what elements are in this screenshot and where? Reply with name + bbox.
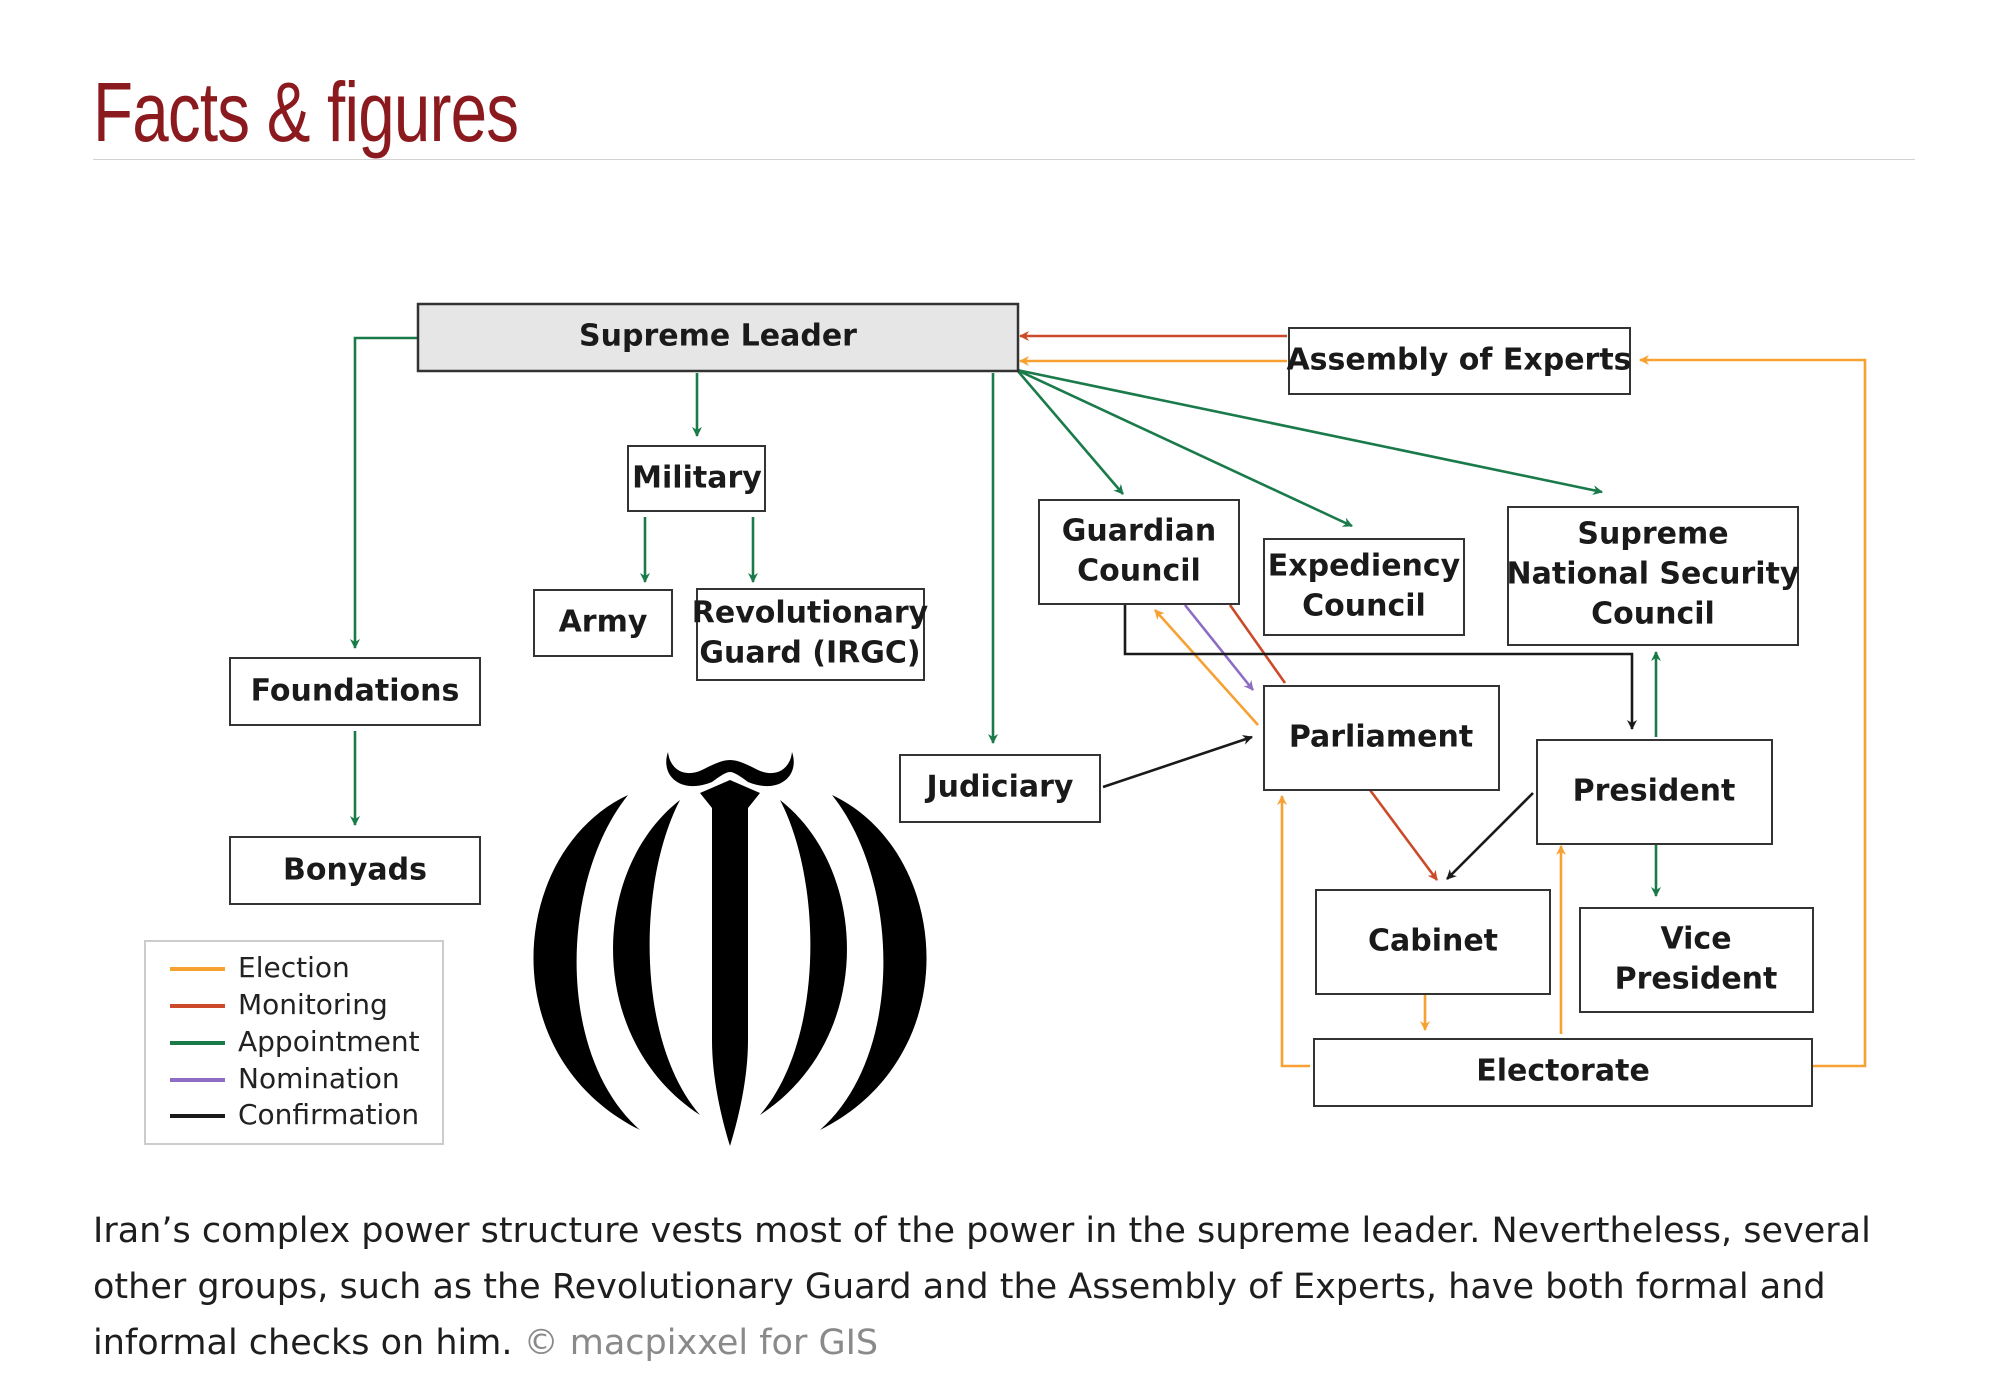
legend-label: Nomination	[238, 1062, 400, 1095]
arrow-parliament-elects-guardian	[1154, 609, 1259, 726]
node-label-line2: Council	[1077, 554, 1201, 589]
node-label: Cabinet	[1368, 924, 1498, 959]
node-judiciary: Judiciary	[899, 754, 1101, 823]
node-label: Judiciary	[925, 770, 1074, 805]
node-expediency-council: Expediency Council	[1263, 538, 1465, 636]
arrow-sl-snsc	[1016, 368, 1603, 496]
node-label-line1: Revolutionary	[692, 596, 929, 631]
node-foundations: Foundations	[229, 657, 481, 726]
page-heading: Facts & figures	[93, 65, 519, 159]
node-label-line1: Supreme	[1577, 517, 1728, 552]
node-parliament: Parliament	[1263, 685, 1500, 791]
image-credit: © macpixxel for GIS	[523, 1323, 879, 1363]
arrow-sl-foundations	[350, 336, 418, 649]
legend-label: Election	[238, 951, 350, 984]
node-vice-president: Vice President	[1579, 907, 1814, 1013]
emblem-of-iran-icon	[533, 752, 927, 1146]
arrow-electorate-parliament	[1277, 795, 1310, 1068]
arrow-judiciary-parliament	[1102, 735, 1253, 789]
node-bonyads: Bonyads	[229, 836, 481, 905]
legend-item-appointment: Appointment	[170, 1025, 420, 1058]
legend-item-monitoring: Monitoring	[170, 988, 388, 1021]
node-assembly-of-experts: Assembly of Experts	[1286, 327, 1632, 395]
node-label-line2: Guard (IRGC)	[699, 636, 920, 671]
heading-divider	[93, 159, 1915, 160]
node-label-line3: Council	[1591, 597, 1715, 632]
node-military: Military	[627, 445, 766, 512]
arrow-guardian-nominates-parliament	[1183, 604, 1255, 691]
legend: Election Monitoring Appointment Nominati…	[144, 940, 444, 1145]
node-label: President	[1573, 774, 1736, 809]
legend-item-nomination: Nomination	[170, 1062, 400, 1095]
node-label-line1: Vice	[1660, 922, 1731, 957]
legend-item-election: Election	[170, 951, 350, 984]
node-label: Army	[559, 605, 648, 640]
node-cabinet: Cabinet	[1315, 889, 1551, 995]
legend-label: Confirmation	[238, 1098, 419, 1131]
node-president: President	[1536, 739, 1773, 845]
node-label-line2: National Security	[1507, 557, 1800, 592]
arrow-parliament-monitors-cabinet	[1368, 789, 1439, 881]
node-electorate: Electorate	[1313, 1038, 1813, 1107]
node-label: Supreme Leader	[579, 319, 857, 354]
node-label: Parliament	[1289, 720, 1473, 755]
arrow-sl-guardian	[1016, 369, 1124, 495]
legend-label: Appointment	[238, 1025, 420, 1058]
arrow-president-appoints-cabinet	[1446, 792, 1534, 880]
node-snsc: Supreme National Security Council	[1507, 506, 1800, 646]
arrow-electorate-aoe	[1639, 355, 1867, 1068]
arrow-guardian-confirms-president	[1123, 605, 1637, 730]
legend-label: Monitoring	[238, 988, 388, 1021]
node-label: Foundations	[251, 674, 460, 709]
node-label: Bonyads	[283, 853, 427, 888]
node-label-line2: President	[1615, 962, 1778, 997]
node-label-line1: Expediency	[1268, 549, 1461, 584]
arrow-sl-expediency	[1016, 368, 1353, 528]
node-guardian-council: Guardian Council	[1038, 499, 1240, 605]
legend-item-confirmation: Confirmation	[170, 1098, 419, 1131]
caption-text: Iran’s complex power structure vests mos…	[93, 1211, 1871, 1363]
node-label-line1: Guardian	[1062, 514, 1216, 549]
node-irgc: Revolutionary Guard (IRGC)	[692, 588, 929, 681]
node-supreme-leader: Supreme Leader	[416, 302, 1020, 373]
node-army: Army	[533, 589, 673, 657]
line-guardian-monitors-parliament	[1228, 604, 1287, 684]
node-label: Electorate	[1476, 1054, 1650, 1089]
node-label-line2: Council	[1302, 589, 1426, 624]
figure-caption: Iran’s complex power structure vests mos…	[93, 1203, 1873, 1371]
node-label: Assembly of Experts	[1286, 343, 1631, 378]
node-label: Military	[632, 461, 762, 496]
